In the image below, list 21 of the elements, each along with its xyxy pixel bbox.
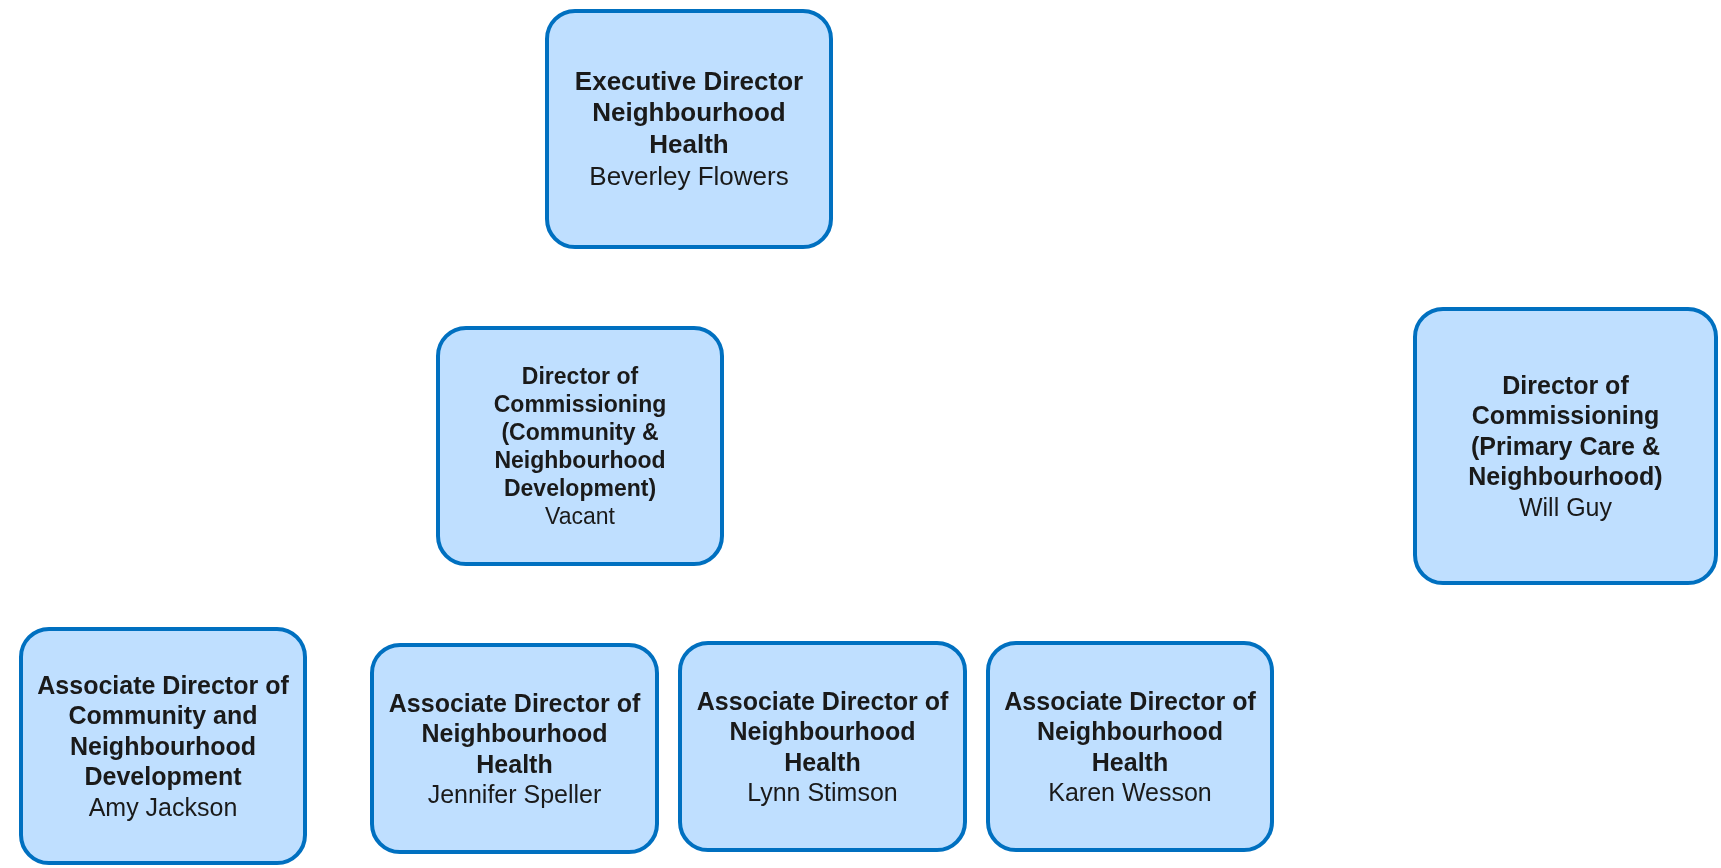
role-box xyxy=(986,641,1274,852)
person-name: Jennifer Speller xyxy=(427,779,602,810)
person-name: Beverley Flowers xyxy=(589,160,789,193)
role-box xyxy=(19,627,307,865)
role-title: Associate Director of Neighbourhood Health xyxy=(387,687,642,779)
role-title: Associate Director of Neighbourhood Health xyxy=(1003,685,1257,777)
role-title: Associate Director of Neighbourhood Health xyxy=(695,685,950,777)
role-box xyxy=(678,641,967,852)
person-name: Will Guy xyxy=(1518,491,1613,523)
person-name: Vacant xyxy=(545,502,615,531)
role-box xyxy=(370,643,659,854)
role-box xyxy=(545,9,833,249)
role-title: Executive Director Neighbourhood Health xyxy=(573,65,805,161)
role-box xyxy=(1413,307,1718,585)
role-box xyxy=(436,326,724,566)
role-title: Associate Director of Community and Neighbourhood Development xyxy=(36,669,290,792)
person-name: Lynn Stimson xyxy=(747,777,898,808)
role-title: Director of Commissioning (Community & Neighbourhood Development) xyxy=(492,361,668,503)
person-name: Amy Jackson xyxy=(88,791,238,823)
role-title: Director of Commissioning (Primary Care & Neighbourhood) xyxy=(1467,369,1664,492)
person-name: Karen Wesson xyxy=(1048,777,1212,808)
